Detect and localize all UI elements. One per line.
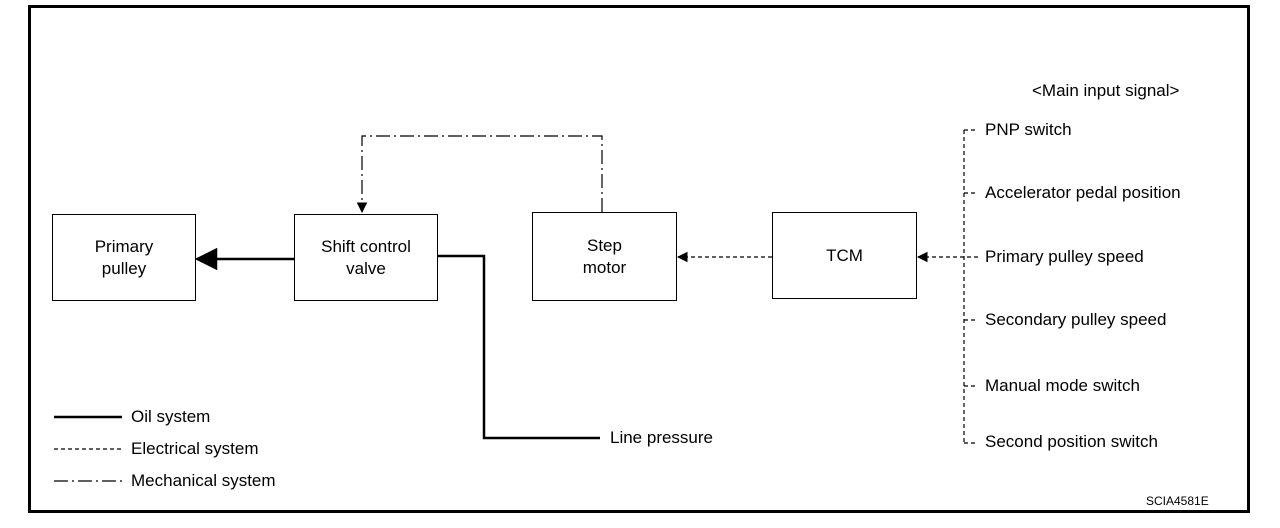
shift-control-valve-line-1: Shift control (321, 236, 411, 256)
legend-mechanical-label: Mechanical system (131, 471, 276, 490)
input-signal-second-position: Second position switch (985, 432, 1158, 451)
input-signal-primary-speed: Primary pulley speed (985, 247, 1144, 266)
diagram-frame (28, 5, 1250, 513)
input-signal-pnp: PNP switch (985, 120, 1072, 139)
mechanical-link (356, 135, 603, 214)
shift-control-valve-line-2: valve (346, 258, 386, 278)
tcm-block: TCM (772, 212, 917, 299)
input-signal-manual-mode: Manual mode switch (985, 376, 1140, 395)
step-motor-line-2: motor (582, 257, 627, 277)
input-signal-accelerator: Accelerator pedal position (985, 183, 1181, 202)
legend-electrical-label: Electrical system (131, 439, 259, 458)
step-motor-line-1: Step (587, 235, 622, 255)
line-pressure-label: Line pressure (610, 428, 714, 447)
main-input-heading: <Main input signal> (1032, 81, 1180, 100)
primary-pulley-line-2: pulley (101, 258, 147, 278)
figure-code: SCIA4581E (1146, 494, 1209, 508)
legend-oil-label: Oil system (131, 407, 211, 426)
input-signal-secondary-speed: Secondary pulley speed (985, 310, 1167, 329)
primary-pulley-line-1: Primary (94, 236, 154, 256)
oil-line-pressure (438, 254, 600, 440)
tcm-label: TCM (826, 245, 863, 265)
